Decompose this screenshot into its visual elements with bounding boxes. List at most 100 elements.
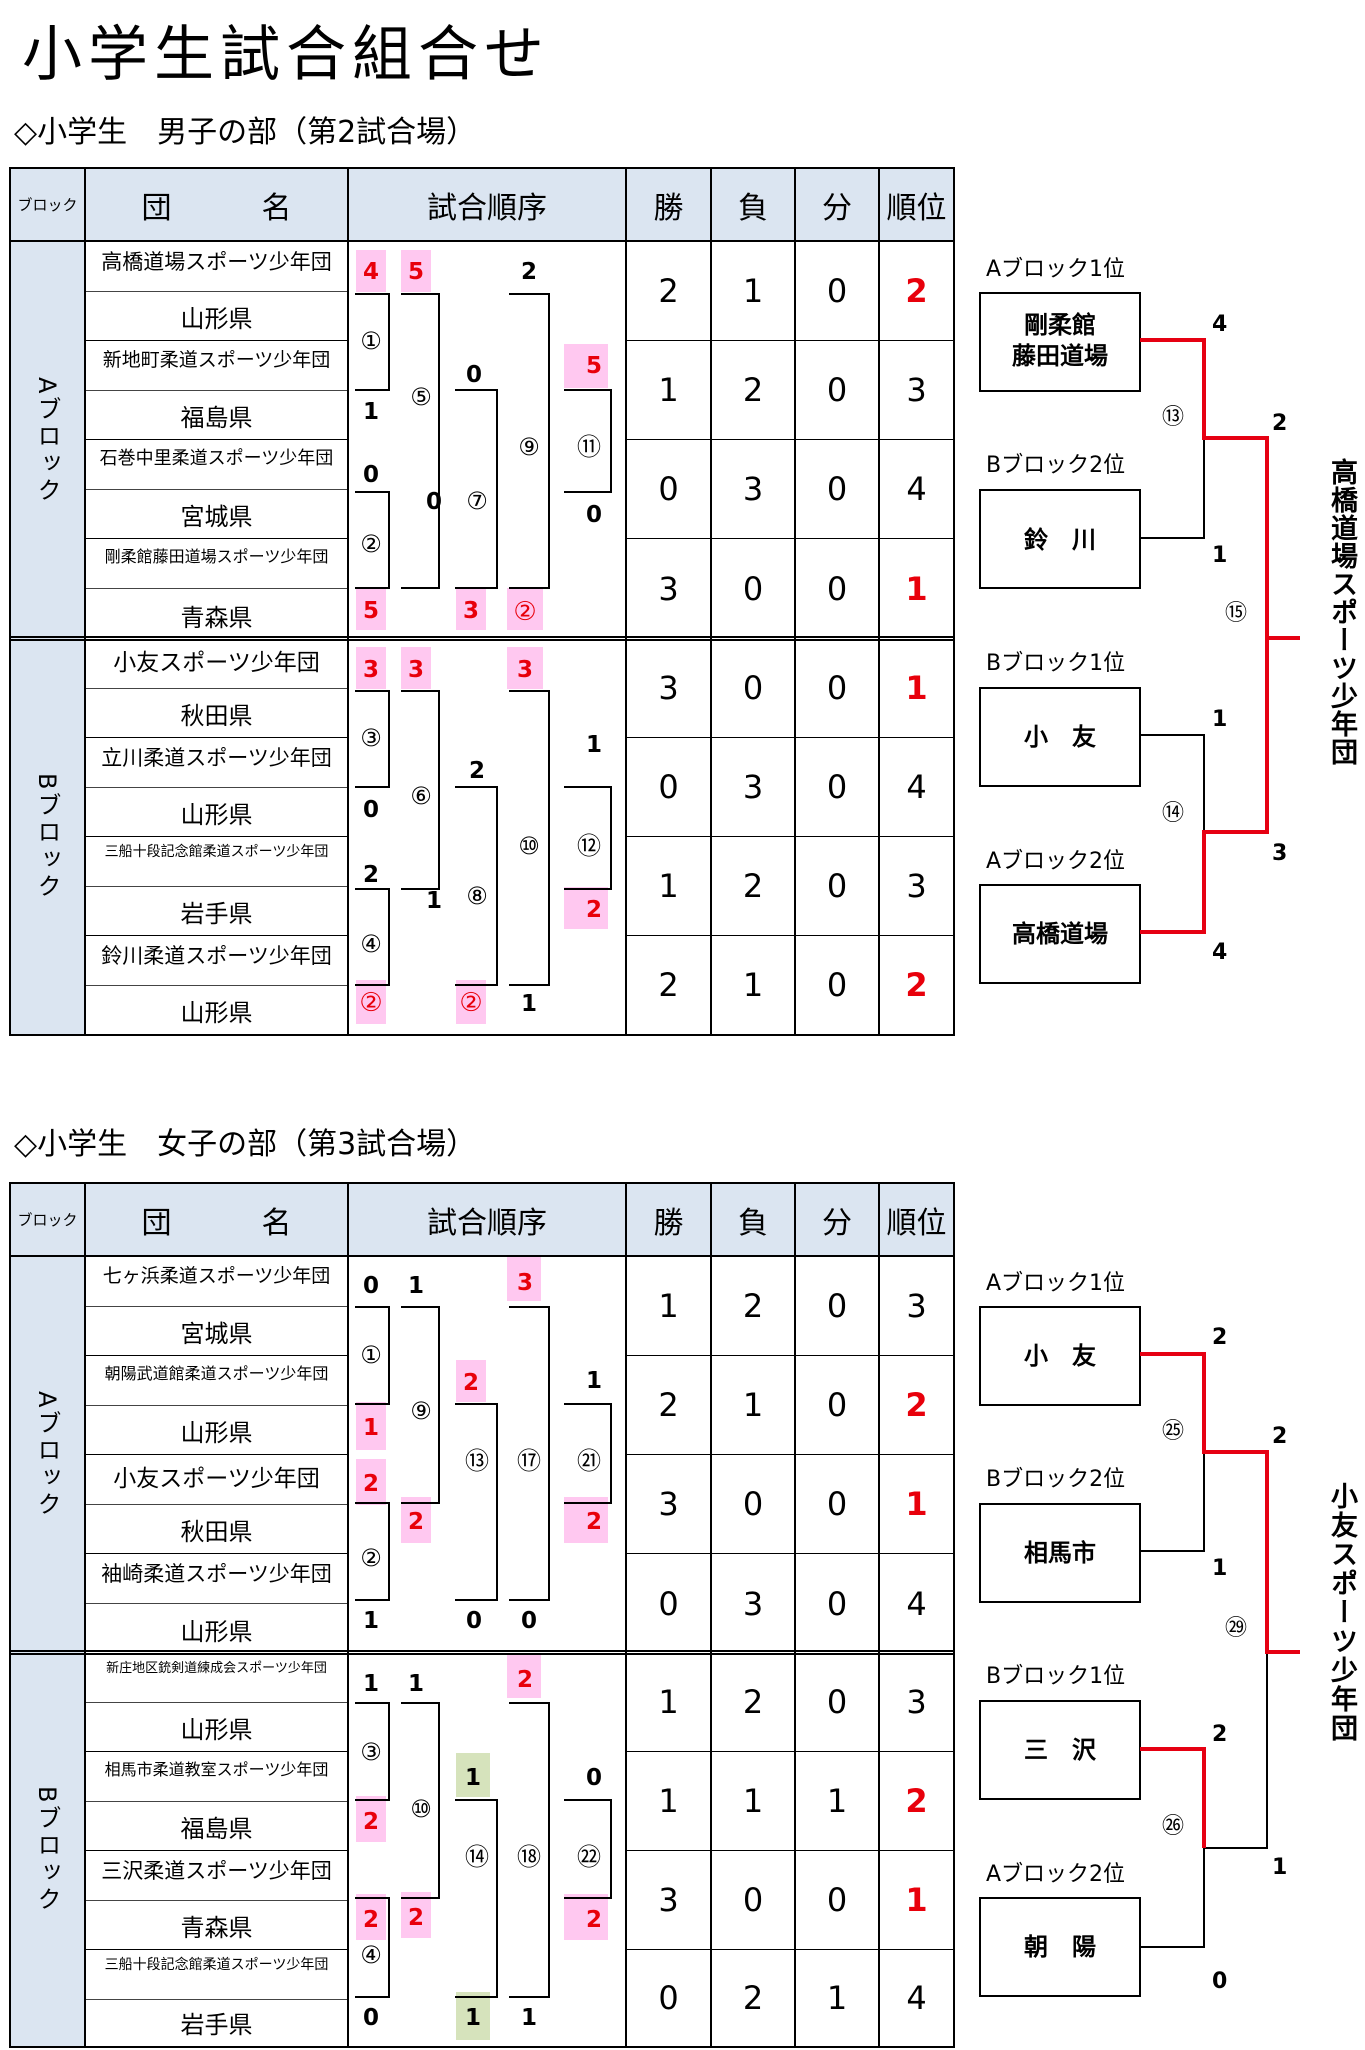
draws-cell: 0 bbox=[796, 936, 880, 1034]
order-text: ④ bbox=[360, 930, 382, 958]
team-row: 高橋道場スポーツ少年団山形県 bbox=[86, 242, 349, 341]
order-text: 0 bbox=[363, 2005, 379, 2031]
score-label: 3 bbox=[1272, 841, 1287, 866]
losses-cell: 1 bbox=[712, 1752, 796, 1851]
order-text: 0 bbox=[466, 1608, 482, 1634]
final-bracket: Aブロック1位 Bブロック2位 Bブロック1位 Aブロック2位 剛柔館 藤田道場… bbox=[979, 257, 1300, 984]
losses-cell: 1 bbox=[712, 1356, 796, 1455]
order-text: 0 bbox=[363, 797, 379, 823]
header-order: 試合順序 bbox=[349, 1184, 627, 1257]
score-label: 2 bbox=[1272, 411, 1287, 436]
slot-team: 鈴 川 bbox=[1024, 526, 1096, 554]
draws-cell: 0 bbox=[796, 1653, 880, 1752]
team-row: 小友スポーツ少年団秋田県 bbox=[86, 639, 349, 738]
draws-cell: 0 bbox=[796, 1851, 880, 1950]
order-text: 1 bbox=[363, 1671, 379, 1697]
order-text: 0 bbox=[521, 1608, 537, 1634]
draws-cell: 0 bbox=[796, 738, 880, 837]
slot-team: 剛柔館 bbox=[1024, 311, 1096, 339]
order-text: 1 bbox=[363, 1415, 379, 1441]
block-divider bbox=[11, 1650, 953, 1655]
slot-team: 小 友 bbox=[1024, 1342, 1096, 1370]
order-text: 2 bbox=[408, 1905, 424, 1931]
score-label: 1 bbox=[1212, 1556, 1227, 1581]
order-text: ⑬ bbox=[465, 1447, 489, 1475]
score-label: 0 bbox=[1212, 1969, 1227, 1994]
team-row: 小友スポーツ少年団秋田県 bbox=[86, 1455, 349, 1554]
slot-team: 朝 陽 bbox=[1024, 1933, 1096, 1961]
order-text: ① bbox=[360, 1341, 382, 1369]
team-row: 三船十段記念館柔道スポーツ少年団岩手県 bbox=[86, 1950, 349, 2046]
order-text: 2 bbox=[521, 259, 537, 285]
header-order: 試合順序 bbox=[349, 169, 627, 242]
order-text: ⑩ bbox=[518, 832, 540, 860]
order-text: 1 bbox=[363, 1608, 379, 1634]
losses-cell: 2 bbox=[712, 341, 796, 440]
team-row: 袖崎柔道スポーツ少年団山形県 bbox=[86, 1554, 349, 1653]
order-text: ⑪ bbox=[577, 433, 601, 461]
order-text: ⑨ bbox=[410, 1397, 432, 1425]
wins-cell: 2 bbox=[627, 936, 712, 1034]
losses-cell: 0 bbox=[712, 539, 796, 639]
header-rank: 順位 bbox=[880, 1184, 953, 1257]
header-win: 勝 bbox=[627, 1184, 712, 1257]
header-loss: 負 bbox=[712, 169, 796, 242]
draws-cell: 0 bbox=[796, 341, 880, 440]
order-text: 2 bbox=[408, 1509, 424, 1535]
slot-team: 小 友 bbox=[1024, 723, 1096, 751]
draws-cell: 0 bbox=[796, 639, 880, 738]
order-text: ㉒ bbox=[577, 1843, 601, 1871]
order-text: 0 bbox=[426, 489, 442, 515]
rank-cell: 1 bbox=[905, 570, 928, 608]
girls-table: ブロック 団 名 試合順序 勝 負 分 順位 Aブロック Bブロック 七ヶ浜柔道… bbox=[9, 1182, 955, 2048]
team-row: 新庄地区銃剣道練成会スポーツ少年団山形県 bbox=[86, 1653, 349, 1752]
rank-cell: 3 bbox=[880, 1257, 953, 1356]
draws-cell: 1 bbox=[796, 1950, 880, 2046]
order-text: 0 bbox=[466, 362, 482, 388]
order-text: ⑨ bbox=[518, 433, 540, 461]
order-text: 2 bbox=[586, 1509, 602, 1535]
losses-cell: 2 bbox=[712, 837, 796, 936]
order-text: 0 bbox=[586, 1765, 602, 1791]
block-a-label: Aブロック bbox=[11, 1257, 86, 1653]
score-label: 1 bbox=[1212, 543, 1227, 568]
boys-section-title: ◇小学生 男子の部（第2試合場） bbox=[14, 115, 477, 150]
score-label: 1 bbox=[1212, 707, 1227, 732]
order-text: ② bbox=[360, 530, 382, 558]
rank-cell: 4 bbox=[880, 440, 953, 539]
slot-label: Aブロック1位 bbox=[986, 257, 1125, 282]
losses-cell: 1 bbox=[712, 242, 796, 341]
match-number: ㉖ bbox=[1162, 1814, 1184, 1839]
order-text: ② bbox=[459, 988, 482, 1018]
losses-cell: 3 bbox=[712, 440, 796, 539]
losses-cell: 2 bbox=[712, 1653, 796, 1752]
order-text: 2 bbox=[517, 1667, 533, 1693]
order-text: 0 bbox=[363, 1273, 379, 1299]
wins-cell: 1 bbox=[627, 1257, 712, 1356]
rank-cell: 2 bbox=[880, 242, 953, 341]
losses-cell: 0 bbox=[712, 1455, 796, 1554]
match-number: ㉕ bbox=[1162, 1419, 1184, 1444]
block-divider bbox=[11, 636, 953, 641]
draws-cell: 0 bbox=[796, 242, 880, 341]
draws-cell: 0 bbox=[796, 440, 880, 539]
order-text: ② bbox=[359, 988, 382, 1018]
rank-cell: 2 bbox=[880, 1356, 953, 1455]
wins-cell: 3 bbox=[627, 639, 712, 738]
header-win: 勝 bbox=[627, 169, 712, 242]
match-number: ⑬ bbox=[1162, 405, 1184, 430]
slot-label: Aブロック2位 bbox=[986, 849, 1125, 874]
order-text: ⑱ bbox=[517, 1843, 541, 1871]
rank-cell: 2 bbox=[905, 966, 928, 1004]
losses-cell: 1 bbox=[712, 936, 796, 1034]
order-text: 2 bbox=[586, 897, 602, 923]
wins-cell: 1 bbox=[627, 837, 712, 936]
team-row: 七ヶ浜柔道スポーツ少年団宮城県 bbox=[86, 1257, 349, 1356]
order-text: ③ bbox=[360, 1738, 382, 1766]
slot-team: 藤田道場 bbox=[1012, 342, 1108, 370]
order-text: 0 bbox=[586, 502, 602, 528]
rank-cell: 1 bbox=[880, 1851, 953, 1950]
wins-cell: 1 bbox=[627, 341, 712, 440]
header-block: ブロック bbox=[11, 169, 86, 242]
order-text: 3 bbox=[363, 657, 379, 683]
